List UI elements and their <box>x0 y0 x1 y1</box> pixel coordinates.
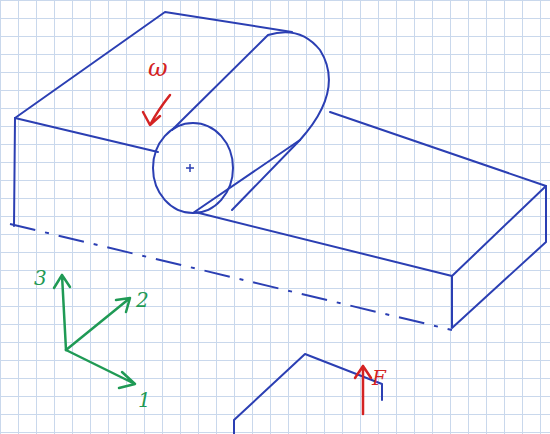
axis-label: 3 <box>34 268 47 288</box>
lower-block-top <box>195 112 546 276</box>
cylinder-body <box>172 32 329 210</box>
cylinder-bottom-edge <box>193 140 300 213</box>
small-block <box>234 354 382 434</box>
axis-label: 1 <box>138 390 151 410</box>
cylinder-front-face <box>153 123 233 213</box>
rotation-arrow <box>143 95 170 125</box>
base-line <box>10 224 452 330</box>
center-mark <box>186 164 194 172</box>
upper-block-left-edge <box>14 118 15 226</box>
upper-block-front-edge <box>15 118 158 152</box>
upper-block-top <box>15 12 292 118</box>
axis-3 <box>54 275 70 350</box>
force-label: F <box>372 368 386 388</box>
lower-block-front <box>452 186 546 328</box>
angular-velocity-symbol: ω <box>148 56 168 80</box>
axis-label: 2 <box>136 290 149 310</box>
force-arrow <box>355 366 371 414</box>
axis-2 <box>66 298 130 350</box>
axis-1 <box>66 350 135 388</box>
